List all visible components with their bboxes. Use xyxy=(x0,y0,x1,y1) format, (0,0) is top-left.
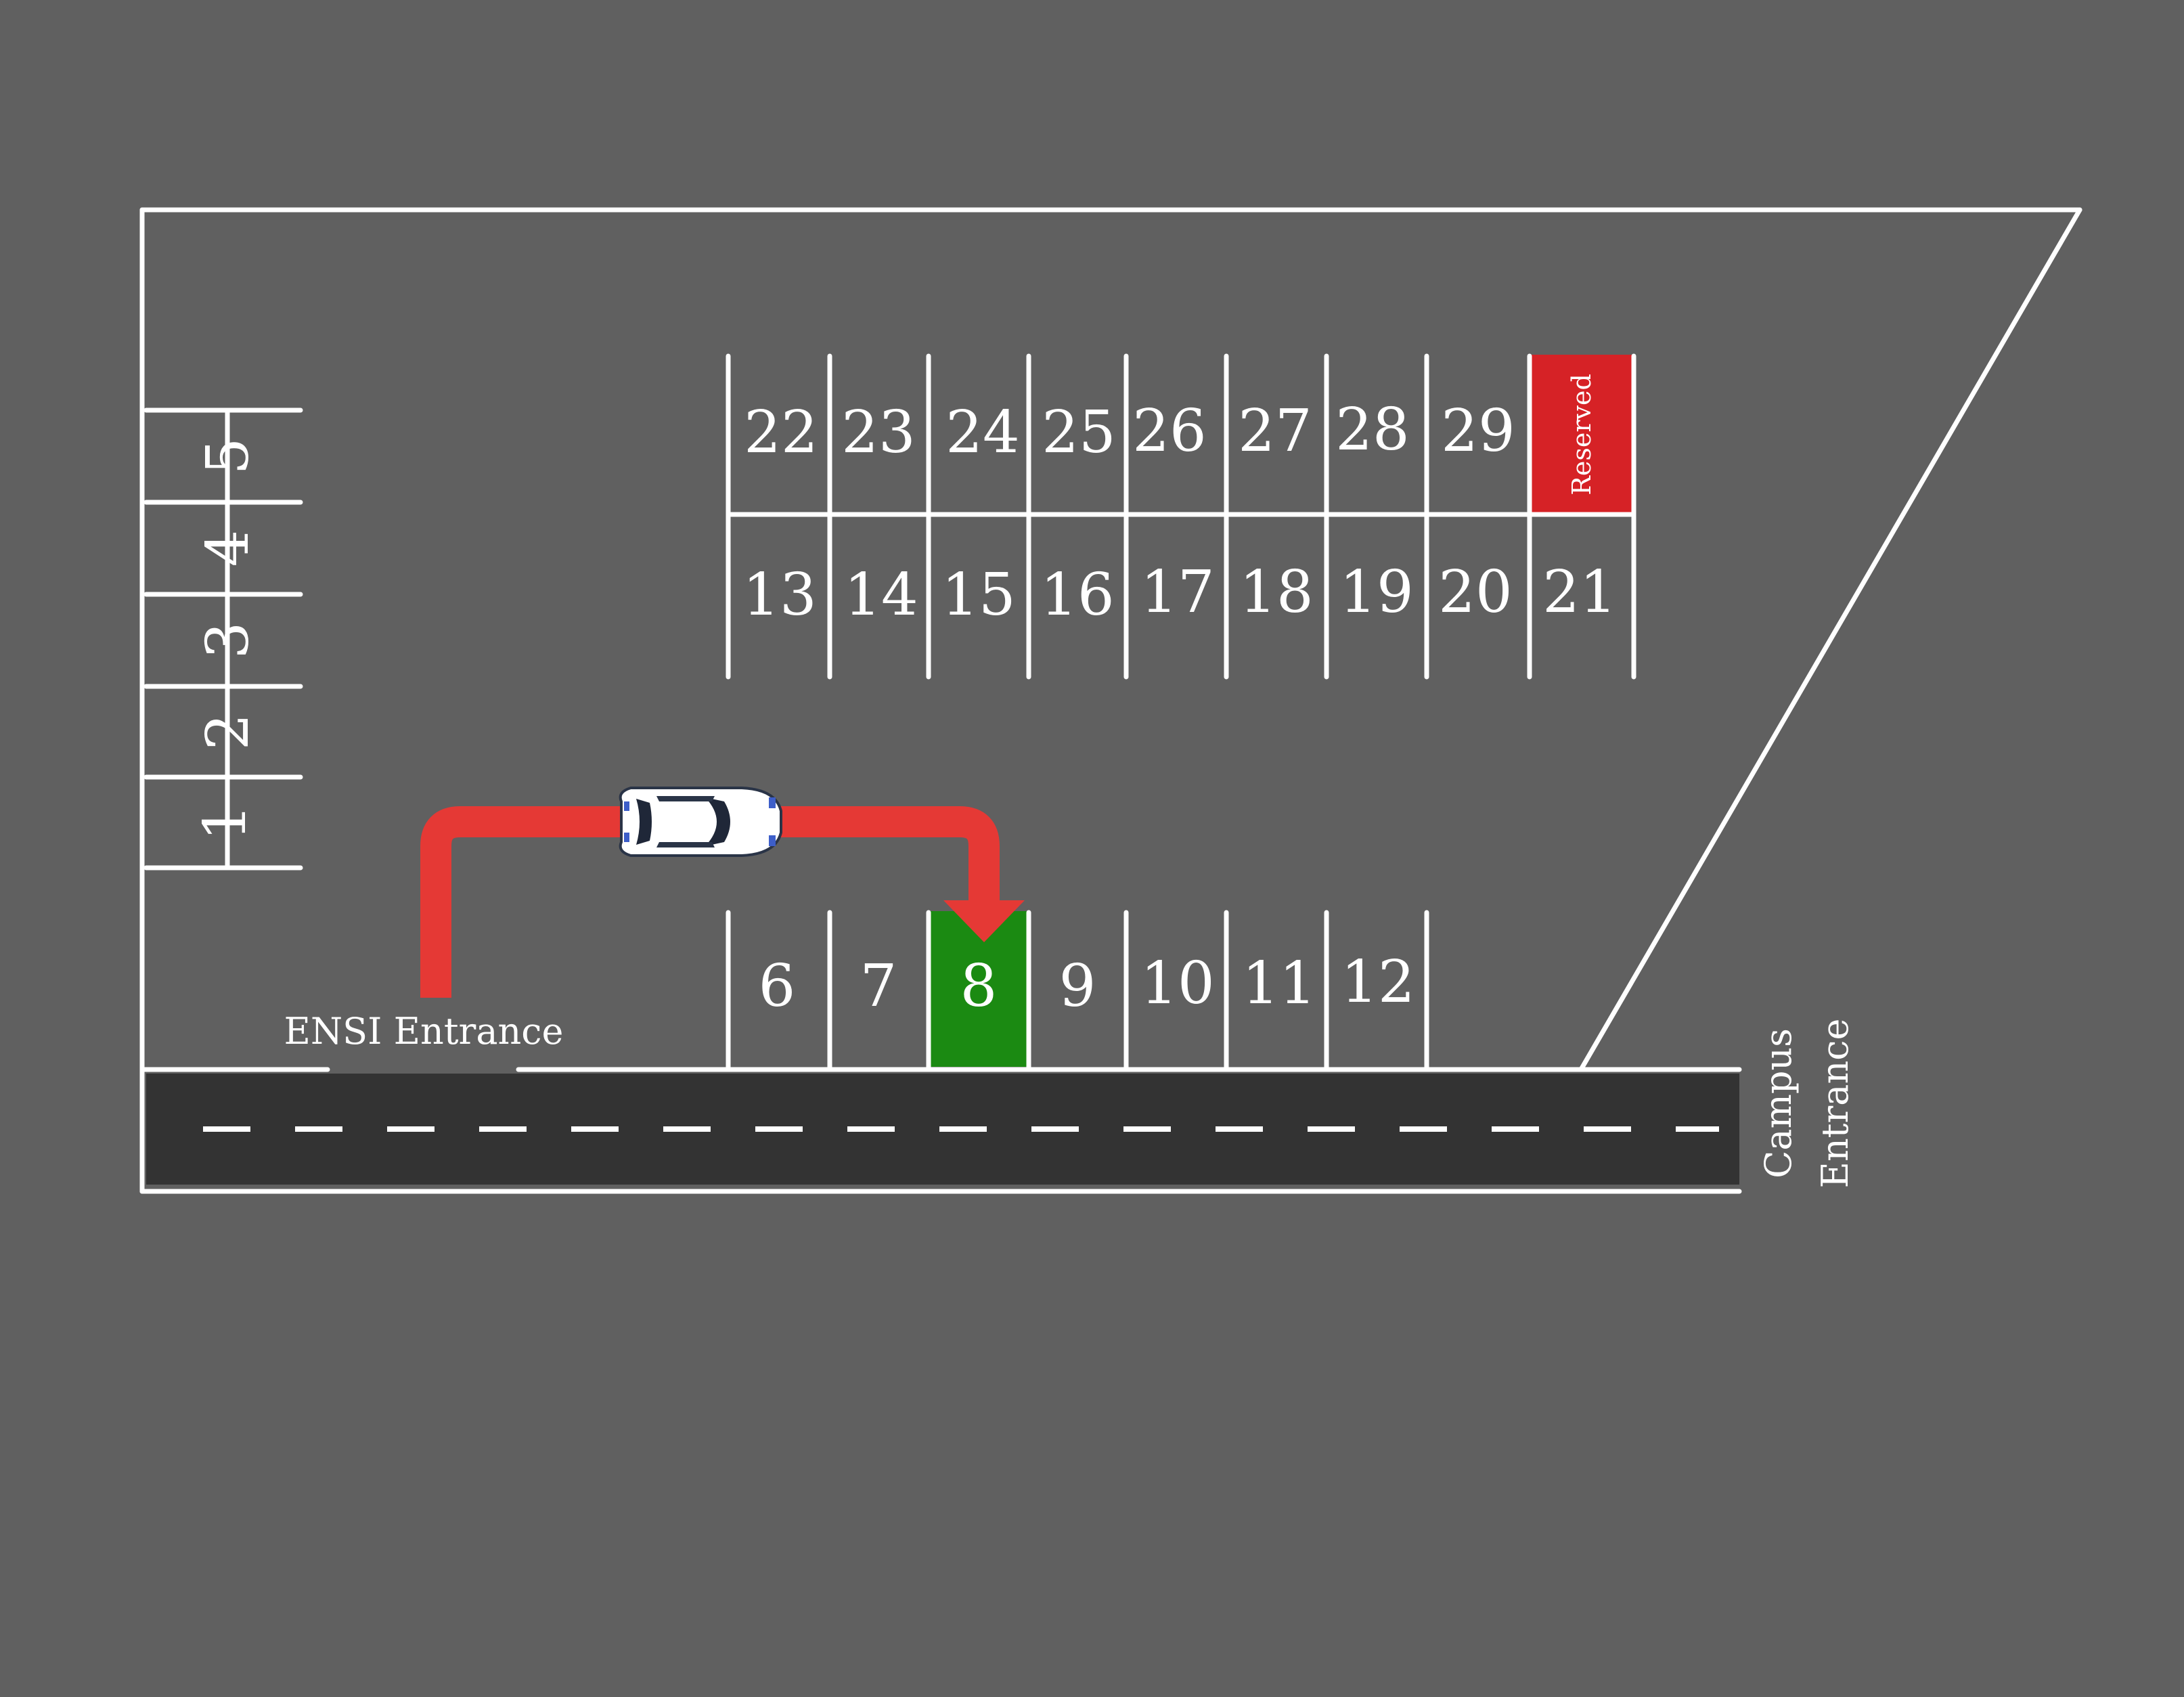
spot-3-label: 3 xyxy=(194,622,262,659)
bottom-row-lines xyxy=(726,910,1429,1072)
spot-5-label: 5 xyxy=(194,438,262,475)
top-block-lines xyxy=(726,353,1636,680)
spot-26-label: 26 xyxy=(1132,397,1206,465)
ensi-entrance-label: ENSI Entrance xyxy=(284,1010,563,1053)
spot-6-label: 6 xyxy=(759,952,796,1020)
top-row-numbers: 22 23 24 25 26 27 28 29 Reserved xyxy=(744,374,1597,495)
spot-2-label: 2 xyxy=(194,713,262,751)
left-spot-lines xyxy=(143,407,303,870)
spot-1-label: 1 xyxy=(192,804,259,841)
spot-18-label: 18 xyxy=(1239,558,1313,626)
spot-10-label: 10 xyxy=(1140,950,1214,1017)
spot-23-label: 23 xyxy=(841,399,915,466)
left-spot-numbers: 1 2 3 4 5 xyxy=(192,438,262,841)
spot-15-label: 15 xyxy=(941,561,1015,629)
middle-row-numbers: 13 14 15 16 17 18 19 20 21 xyxy=(742,558,1616,629)
campus-entrance-line2: Entrance xyxy=(1814,1019,1856,1189)
spot-7-label: 7 xyxy=(860,952,897,1020)
spot-22-label: 22 xyxy=(744,399,818,466)
spot-24-label: 24 xyxy=(945,399,1019,466)
reserved-label: Reserved xyxy=(1567,374,1597,495)
spot-9-label: 9 xyxy=(1059,952,1096,1020)
spot-28-label: 28 xyxy=(1335,396,1409,464)
spot-13-label: 13 xyxy=(742,561,816,629)
spot-4-label: 4 xyxy=(194,530,262,567)
spot-12-label: 12 xyxy=(1341,948,1414,1016)
spot-11-label: 11 xyxy=(1242,950,1316,1017)
spot-8-label: 8 xyxy=(960,952,998,1020)
spot-25-label: 25 xyxy=(1042,399,1115,466)
lot-boundary xyxy=(139,207,2082,1194)
car-icon xyxy=(619,787,782,857)
spot-14-label: 14 xyxy=(844,561,918,629)
spot-29-label: 29 xyxy=(1441,397,1515,465)
spot-19-label: 19 xyxy=(1339,558,1413,626)
spot-20-label: 20 xyxy=(1438,558,1512,626)
campus-entrance-label: Campus Entrance xyxy=(1757,1019,1856,1189)
spot-27-label: 27 xyxy=(1238,397,1312,465)
spot-17-label: 17 xyxy=(1140,558,1214,626)
spot-21-label: 21 xyxy=(1542,558,1616,626)
reserved-spot xyxy=(1530,355,1634,514)
bottom-row-numbers: 6 7 8 9 10 11 12 xyxy=(759,948,1415,1020)
spot-16-label: 16 xyxy=(1040,561,1114,629)
campus-entrance-line1: Campus xyxy=(1757,1028,1800,1178)
target-spot xyxy=(929,911,1029,1067)
